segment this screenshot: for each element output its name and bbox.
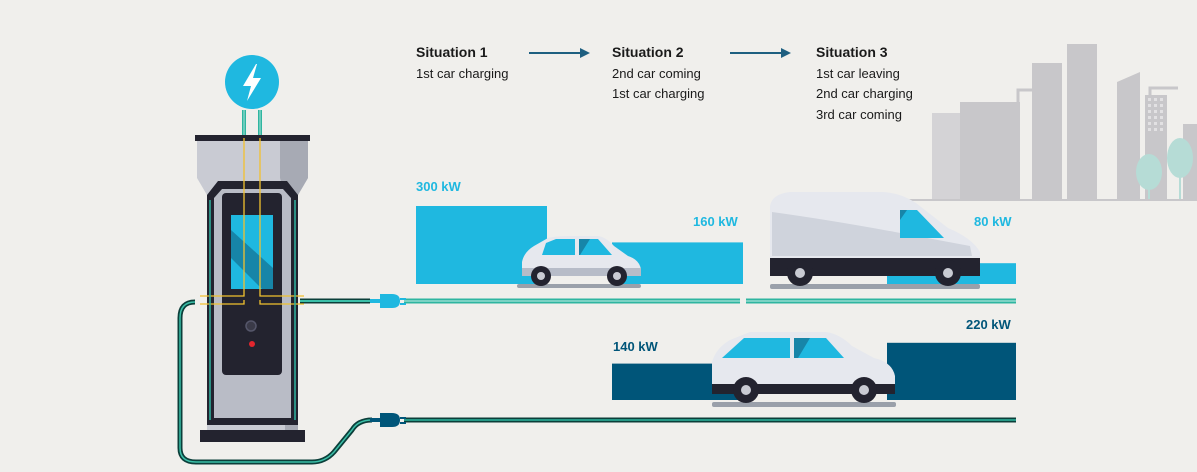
car-hatchback xyxy=(517,236,641,288)
cable-output-2 xyxy=(177,299,1016,465)
car-suv xyxy=(712,332,896,407)
situation-1-title: Situation 1 xyxy=(416,44,488,60)
situation-2-line: 1st car charging xyxy=(612,86,705,101)
situation-3-line: 1st car leaving xyxy=(816,65,900,81)
plug-icon xyxy=(370,294,406,308)
plug-icon xyxy=(370,413,406,427)
situation-3-line: 2nd car charging xyxy=(816,86,913,101)
situation-2: Situation 2 2nd car coming 1st car charg… xyxy=(612,42,705,105)
situation-3-title: Situation 3 xyxy=(816,44,888,60)
situation-1-line: 1st car charging xyxy=(416,65,509,81)
situation-2-title: Situation 2 xyxy=(612,44,684,60)
situation-2-line: 2nd car coming xyxy=(612,65,701,81)
power-label-s2-output1: 160 kW xyxy=(693,214,738,229)
arrow-2-to-3 xyxy=(730,48,791,58)
situation-3: Situation 3 1st car leaving 2nd car char… xyxy=(816,42,913,125)
city-skyline xyxy=(905,44,1197,201)
van xyxy=(770,192,980,289)
power-label-s1-output1: 300 kW xyxy=(416,179,461,194)
tree xyxy=(1136,154,1162,190)
arrow-1-to-2 xyxy=(529,48,590,58)
power-label-s3-output1: 80 kW xyxy=(974,214,1012,229)
power-label-s2-output2: 140 kW xyxy=(613,339,658,354)
lightning-bolt-icon xyxy=(225,55,279,109)
bar-situation3-output2 xyxy=(887,342,1016,400)
tree xyxy=(1167,138,1193,178)
situation-1: Situation 1 1st car charging xyxy=(416,42,509,84)
charging-station xyxy=(195,55,310,442)
situation-3-line: 3rd car coming xyxy=(816,106,902,122)
power-label-s3-output2: 220 kW xyxy=(966,317,1011,332)
